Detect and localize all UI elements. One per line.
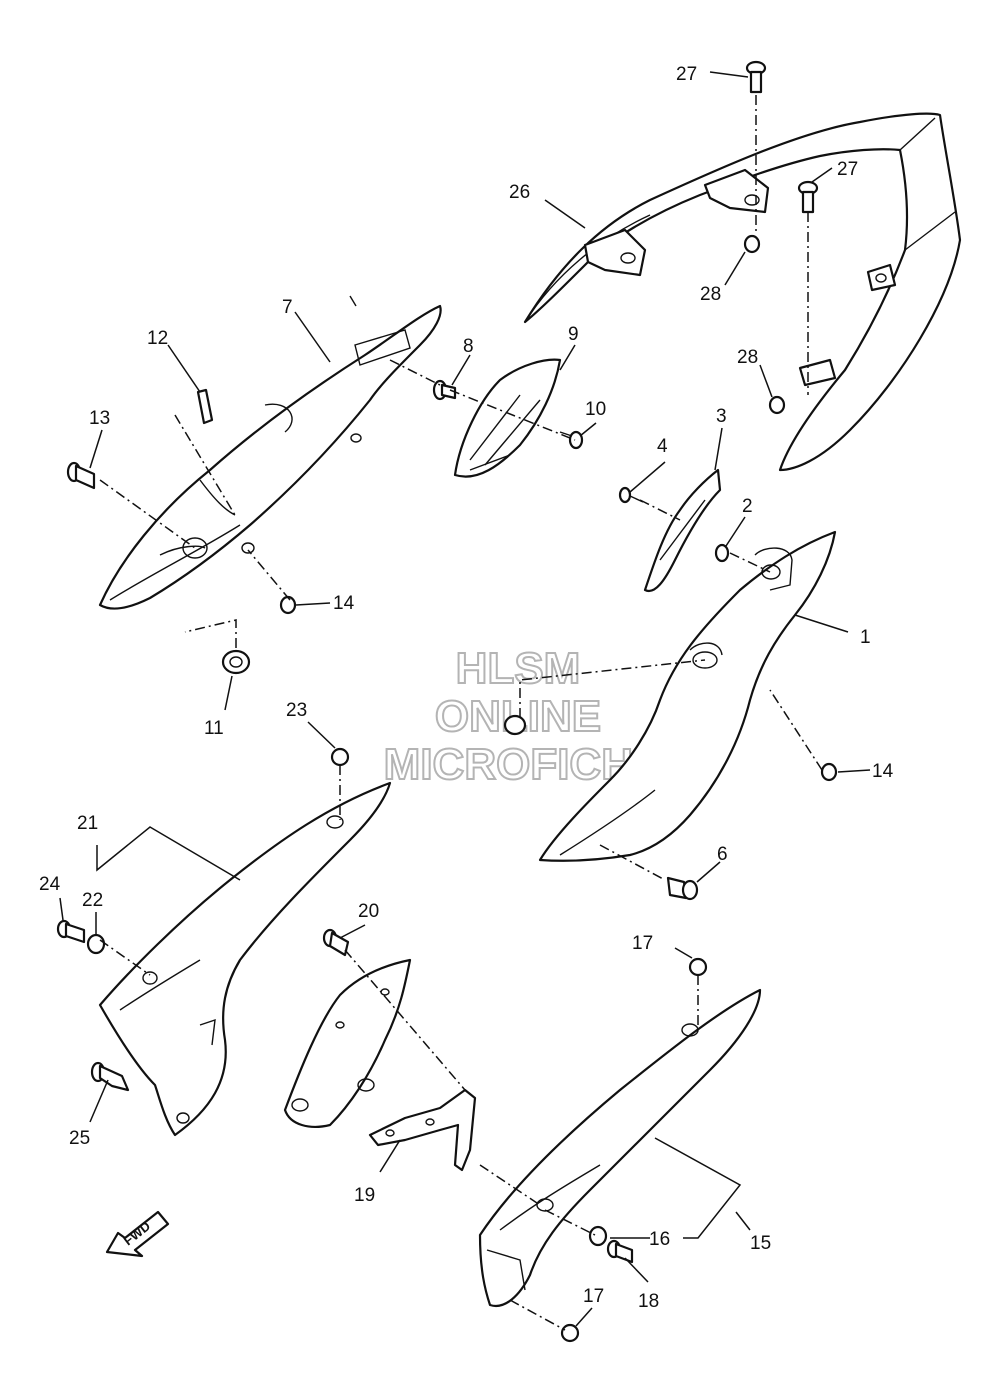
callout-2: 2 xyxy=(742,496,753,517)
assembly-lines xyxy=(99,95,823,1331)
callout-6: 6 xyxy=(717,844,728,865)
part-23-grommet xyxy=(330,747,350,767)
callout-25: 25 xyxy=(69,1128,90,1149)
callout-16: 16 xyxy=(649,1229,670,1250)
fwd-arrow-badge: FWD xyxy=(105,1210,170,1258)
part-28-nut-top xyxy=(743,234,761,254)
plate xyxy=(283,958,412,1128)
callout-19: 19 xyxy=(354,1185,375,1206)
part-24-bolt xyxy=(56,919,86,944)
part-6-bolt xyxy=(666,876,699,901)
watermark-line-1: HLSM xyxy=(456,644,581,693)
callout-23: 23 xyxy=(286,700,307,721)
part-27-bolt-top xyxy=(745,60,767,94)
part-21-lower-cover xyxy=(98,781,392,1137)
part-7-side-cover xyxy=(98,295,442,610)
part-25-rivet xyxy=(90,1061,130,1092)
callout-27: 27 xyxy=(837,159,858,180)
callout-7: 7 xyxy=(282,297,293,318)
callout-1: 1 xyxy=(860,627,871,648)
callout-24: 24 xyxy=(39,874,61,895)
part-1-side-cover xyxy=(538,530,837,862)
callout-10: 10 xyxy=(585,399,606,420)
callout-4: 4 xyxy=(657,436,668,457)
part-9-panel xyxy=(453,358,562,478)
callout-11: 11 xyxy=(204,718,224,739)
part-2-collar xyxy=(714,543,730,563)
callout-21: 21 xyxy=(77,813,98,834)
part-22-collar xyxy=(86,933,106,955)
callout-22: 22 xyxy=(82,890,103,911)
part-3-bracket xyxy=(643,468,722,593)
leader-lines xyxy=(59,71,871,1327)
callout-28: 28 xyxy=(737,347,758,368)
part-26-grab-rail xyxy=(523,112,962,472)
part-28-nut-right xyxy=(768,395,786,415)
callout-14: 14 xyxy=(333,593,355,614)
callout-3: 3 xyxy=(716,406,727,427)
callout-20: 20 xyxy=(358,901,379,922)
callout-15: 15 xyxy=(750,1233,771,1254)
watermark: HLSM ONLINE MICROFICHE xyxy=(383,643,664,790)
part-14-fastener-right xyxy=(820,762,838,782)
part-11-grommet xyxy=(221,649,251,675)
part-16-collar xyxy=(588,1225,608,1247)
part-19-bracket xyxy=(368,1088,477,1172)
callout-27: 27 xyxy=(676,64,697,85)
part-5-grommet xyxy=(503,714,527,736)
watermark-line-2: ONLINE xyxy=(435,692,601,741)
callout-26: 26 xyxy=(509,182,530,203)
callout-12: 12 xyxy=(147,328,168,349)
callout-13: 13 xyxy=(89,408,110,429)
callout-18: 18 xyxy=(638,1291,659,1312)
callout-9: 9 xyxy=(568,324,579,345)
part-10-screw xyxy=(559,430,584,450)
callout-8: 8 xyxy=(463,336,474,357)
callout-17: 17 xyxy=(583,1286,604,1307)
part-20-bolt xyxy=(322,928,350,957)
part-14-fastener-left xyxy=(279,595,297,615)
part-18-bolt xyxy=(606,1239,634,1264)
callout-17: 17 xyxy=(632,933,653,954)
part-13-rivet xyxy=(66,461,96,490)
part-8-grommet xyxy=(432,379,457,401)
part-17-grommet-bottom xyxy=(560,1323,580,1343)
part-17-grommet-top xyxy=(688,957,708,977)
callout-28: 28 xyxy=(700,284,721,305)
part-27-bolt-right xyxy=(797,180,819,214)
callout-numbers: 27 27 26 28 28 7 12 13 8 9 10 4 3 2 1 14… xyxy=(39,64,894,1312)
callout-14: 14 xyxy=(872,761,894,782)
part-12-clip xyxy=(196,388,214,425)
